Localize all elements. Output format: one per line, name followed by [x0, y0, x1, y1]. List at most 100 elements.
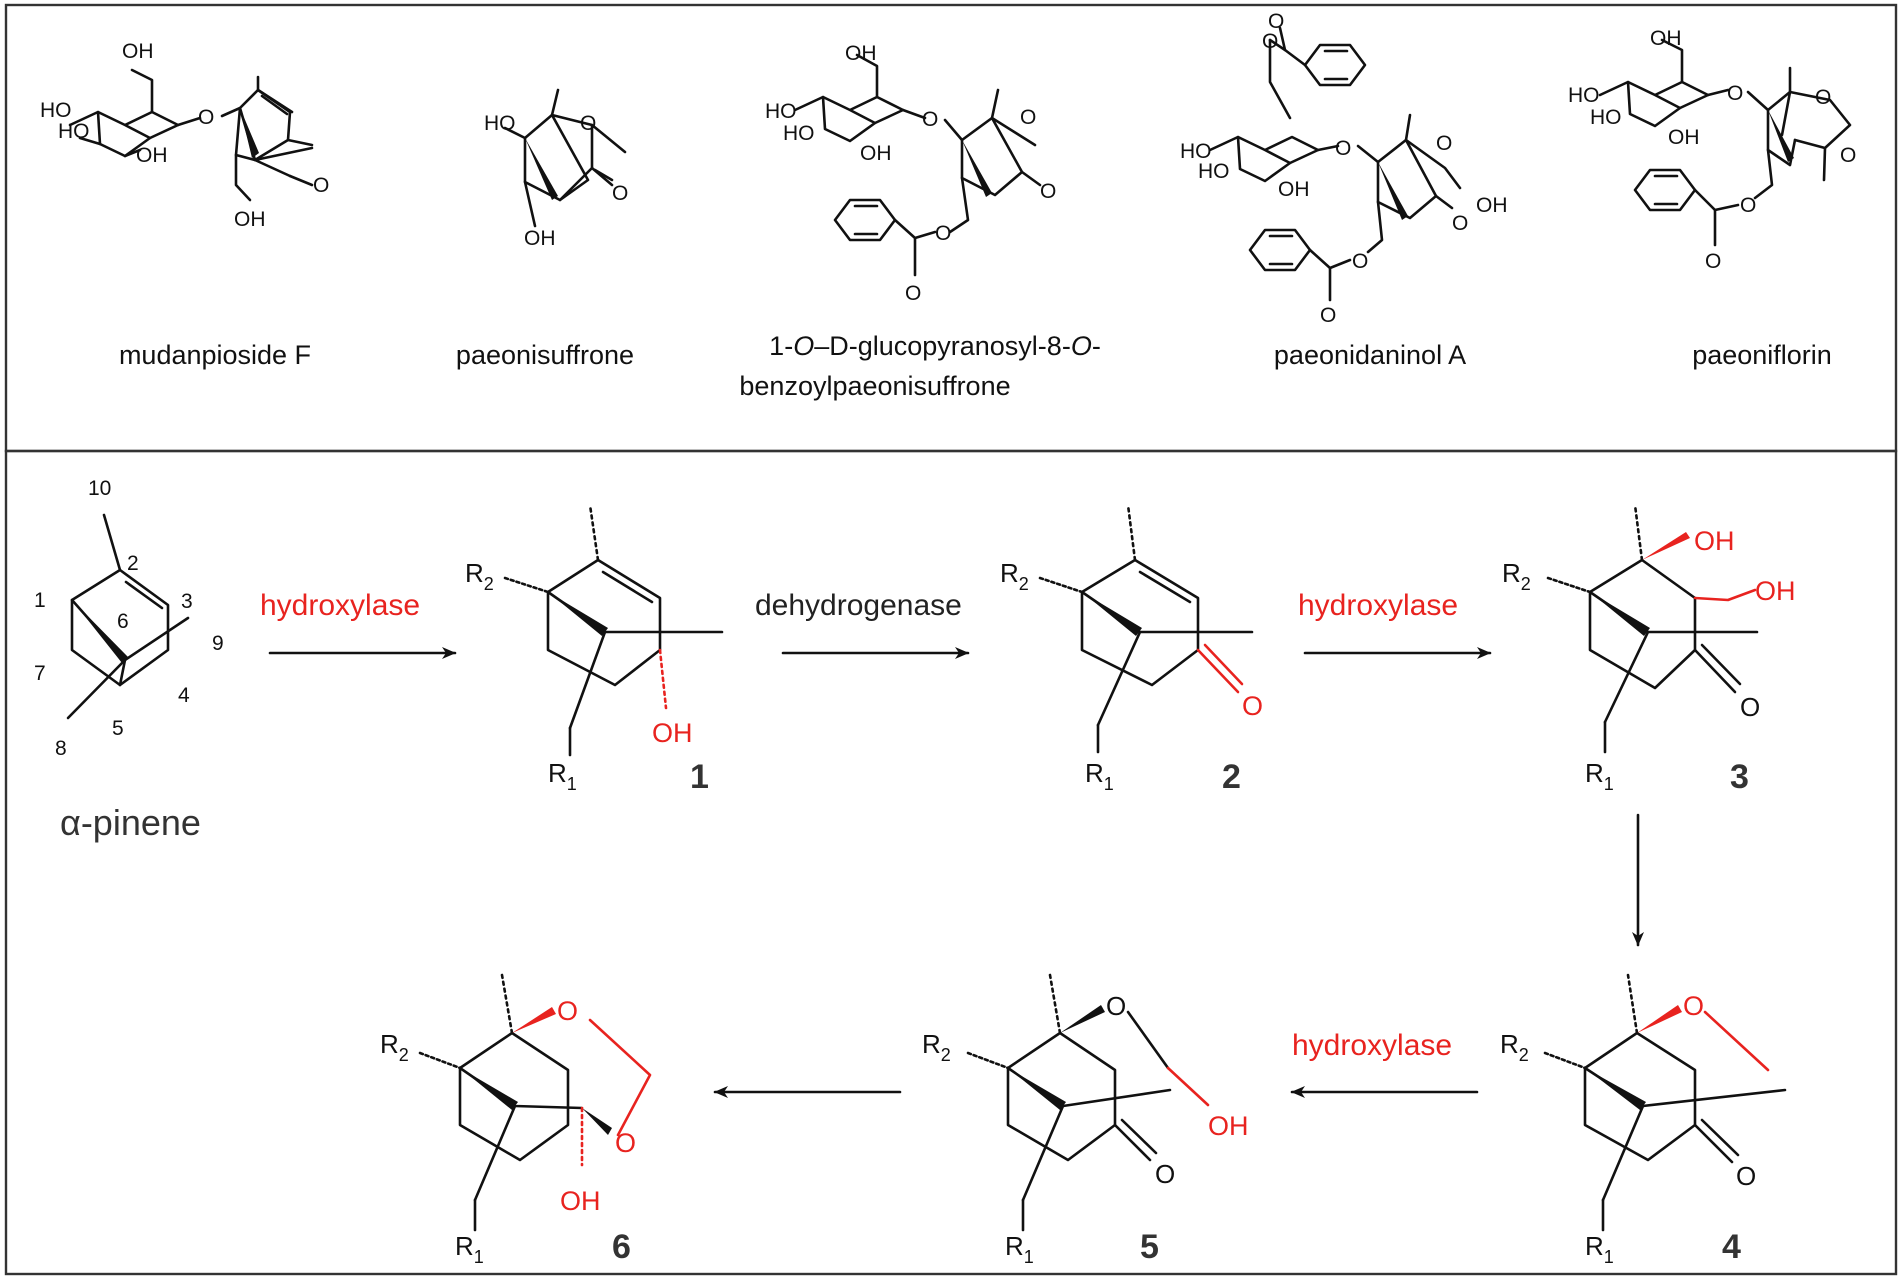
atom-label: OH — [860, 142, 892, 165]
compound-name-paeonidaninol-a: paeonidaninol A — [1274, 340, 1466, 370]
carbon-number: 8 — [55, 737, 67, 760]
name-part: 1- — [769, 331, 793, 361]
compound-number-4: 4 — [1722, 1228, 1741, 1266]
r-subscript: 2 — [484, 574, 494, 594]
atom-label: OH — [845, 42, 877, 65]
hydroxyl-label: OH — [1755, 576, 1796, 606]
substituent-label-r2: R2 — [922, 1029, 951, 1065]
compound-name-mudanpioside-f: mudanpioside F — [119, 340, 311, 370]
r-letter: R — [455, 1231, 474, 1261]
r-letter: R — [465, 558, 484, 588]
r-subscript: 1 — [474, 1247, 484, 1267]
atom-label: OH — [234, 208, 266, 231]
structure-compound-4: O O R2 R1 — [1500, 973, 1787, 1267]
atom-label: O — [1727, 82, 1743, 105]
atom-label: OH — [1650, 27, 1682, 50]
substituent-label-r1: R1 — [548, 758, 577, 794]
atom-label: O — [1840, 144, 1856, 167]
atom-label: O — [1352, 250, 1368, 273]
r-subscript: 2 — [399, 1045, 409, 1065]
r-letter: R — [548, 758, 567, 788]
r-letter: R — [1585, 1231, 1604, 1261]
r-subscript: 2 — [941, 1045, 951, 1065]
atom-label: O — [1335, 137, 1351, 160]
r-subscript: 1 — [1104, 774, 1114, 794]
atom-label: O — [580, 112, 596, 135]
r-subscript: 1 — [1604, 774, 1614, 794]
carbon-number: 4 — [178, 684, 190, 707]
hydroxyl-label: OH — [560, 1186, 601, 1216]
carbon-number: 1 — [34, 589, 46, 612]
atom-label: HO — [1180, 140, 1212, 163]
ketone-label: O — [1740, 692, 1760, 722]
atom-label: OH — [1476, 194, 1508, 217]
substituent-label-r1: R1 — [1585, 758, 1614, 794]
r-subscript: 1 — [1024, 1247, 1034, 1267]
compound-number-2: 2 — [1222, 758, 1241, 796]
compound-number-3: 3 — [1730, 758, 1749, 796]
ether-oxygen-label: O — [557, 996, 578, 1026]
compound-name-glucopyranosyl-line1: 1-O–D-glucopyranosyl-8-O- — [769, 331, 1101, 361]
r-letter: R — [1000, 558, 1019, 588]
atom-label: O — [905, 282, 921, 305]
atom-label: O — [198, 106, 214, 129]
atom-label: OH — [1668, 126, 1700, 149]
ether-oxygen-label: O — [1683, 991, 1704, 1021]
enzyme-label-step5: hydroxylase — [1292, 1029, 1452, 1062]
r-subscript: 2 — [1019, 574, 1029, 594]
substituent-label-r1: R1 — [455, 1231, 484, 1267]
substituent-label-r2: R2 — [1000, 558, 1029, 594]
hydroxyl-label: OH — [652, 718, 693, 748]
structure-paeonidaninol-a: O O HO HO OH O O OH O O O — [1180, 10, 1508, 327]
atom-label: OH — [136, 144, 168, 167]
enzyme-label-step3: hydroxylase — [1298, 589, 1458, 622]
atom-label: HO — [1568, 84, 1600, 107]
atom-label: O — [935, 222, 951, 245]
substituent-label-r1: R1 — [1005, 1231, 1034, 1267]
r-letter: R — [1005, 1231, 1024, 1261]
ketone-label: O — [1736, 1161, 1756, 1191]
atom-label: HO — [40, 99, 72, 122]
structure-compound-5: O OH O R2 R1 — [922, 973, 1249, 1267]
carbon-number: 9 — [212, 632, 224, 655]
r-subscript: 1 — [1604, 1247, 1614, 1267]
r-letter: R — [922, 1029, 941, 1059]
r-subscript: 1 — [567, 774, 577, 794]
compound-number-1: 1 — [690, 758, 709, 796]
compound-name-glucopyranosyl-line2: benzoylpaeonisuffrone — [739, 371, 1010, 401]
structure-mudanpioside-f: OH HO HO OH O O OH — [40, 40, 329, 231]
carbon-number: 3 — [181, 590, 193, 613]
atom-label: HO — [1590, 106, 1622, 129]
r-letter: R — [1085, 758, 1104, 788]
atom-label: HO — [783, 122, 815, 145]
atom-label: O — [1020, 106, 1036, 129]
atom-label: HO — [765, 100, 797, 123]
atom-label: O — [313, 174, 329, 197]
r-letter: R — [380, 1029, 399, 1059]
structure-compound-3: OH OH O R 2 R1 — [1502, 503, 1796, 794]
carbon-number: 10 — [88, 477, 111, 500]
atom-label: O — [612, 182, 628, 205]
structure-paeoniflorin: OH HO HO OH O O O O O — [1568, 27, 1856, 273]
compound-name-paeonisuffrone: paeonisuffrone — [456, 340, 634, 370]
ether-oxygen-label: O — [615, 1128, 636, 1158]
ketone-label: O — [1155, 1159, 1175, 1189]
ketone-label: O — [1242, 691, 1263, 721]
r-letter: R — [1585, 758, 1604, 788]
atom-label: O — [1262, 30, 1278, 53]
atom-label: O — [1815, 86, 1831, 109]
r-letter: R — [1500, 1029, 1519, 1059]
carbon-number: 6 — [117, 610, 129, 633]
structure-compound-2: O R2 R1 — [1000, 503, 1263, 794]
atom-label: O — [1740, 194, 1756, 217]
name-part: - — [1092, 331, 1101, 361]
r-subscript: 2 — [1521, 574, 1531, 594]
name-part-italic-o: O — [793, 331, 814, 361]
carbon-number: 5 — [112, 717, 124, 740]
r-subscript: 2 — [1519, 1045, 1529, 1065]
atom-label: O — [1452, 212, 1468, 235]
structure-glucopyranosyl-benzoylpaeonisuffrone: OH HO HO OH O O O O O — [765, 42, 1056, 305]
hydroxyl-label: OH — [1694, 526, 1735, 556]
carbon-number: 2 — [127, 552, 139, 575]
